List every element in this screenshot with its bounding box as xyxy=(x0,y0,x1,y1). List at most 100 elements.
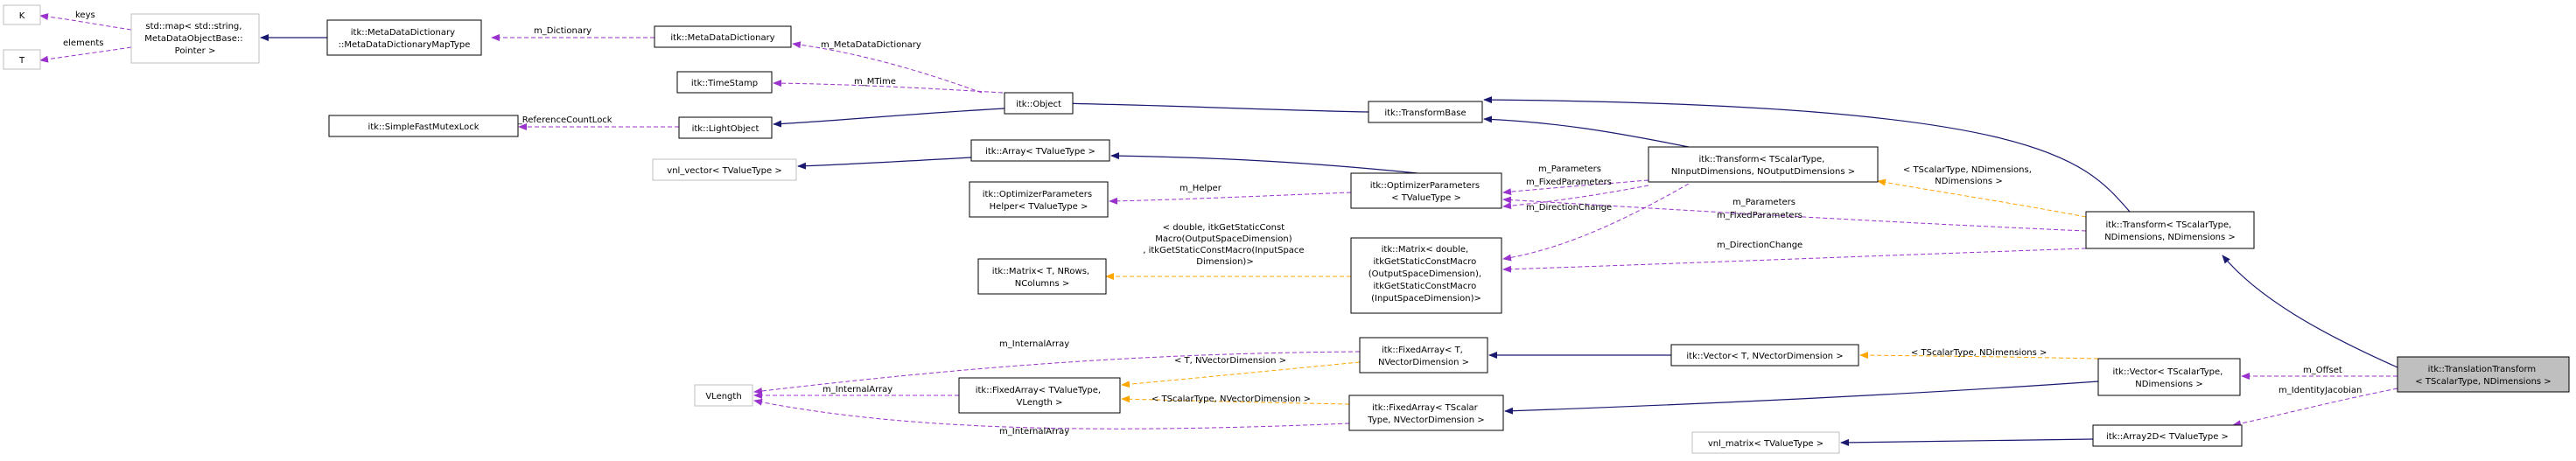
svg-text:VLength: VLength xyxy=(705,392,741,402)
edge-m-directionchange-1 xyxy=(1502,183,1690,262)
svg-text:itk::MetaDataDictionary: itk::MetaDataDictionary xyxy=(670,33,774,43)
edge-label-m-fixedparameters-2: m_FixedParameters xyxy=(1717,211,1802,220)
svg-text:itk::Matrix< T, NRows,: itk::Matrix< T, NRows, NColumns > xyxy=(992,267,1093,289)
edge-m-internalarray-1 xyxy=(753,351,1361,395)
svg-text:itk::FixedArray< TValueType,: itk::FixedArray< TValueType, VLength > xyxy=(976,386,1104,408)
edge-label-template-matrix: < double, itkGetStaticConst Macro(Output… xyxy=(1143,223,1307,267)
edge-label-template-vector: < TScalarType, NDimensions > xyxy=(1911,348,2047,358)
node-array2d[interactable]: itk::Array2D< TValueType > xyxy=(2092,424,2243,447)
edge-template-transform xyxy=(1877,178,2087,218)
node-vector-t[interactable]: itk::Vector< T, NVectorDimension > xyxy=(1670,344,1859,367)
node-fixedarray-tscalartype[interactable]: itk::FixedArray< TScalar Type, NVectorDi… xyxy=(1348,395,1504,431)
svg-text:itk::LightObject: itk::LightObject xyxy=(692,124,760,134)
edge-label-m-identityjacobian: m_IdentityJacobian xyxy=(2278,386,2362,395)
svg-text:itk::OptimizerParameters: itk::OptimizerParameters Helper< TValueT… xyxy=(983,190,1096,212)
edge-label-keys: keys xyxy=(75,10,95,20)
edge-label-m-parameters-2: m_Parameters xyxy=(1732,198,1796,207)
edge-m-mtime xyxy=(773,80,1004,94)
edge-label-template-fixed-tv: < T, NVectorDimension > xyxy=(1174,356,1286,366)
edge-label-template-fixed-ts: < TScalarType, NVectorDimension > xyxy=(1152,395,1311,404)
edge-m-helper xyxy=(1109,192,1352,205)
svg-text:itk::Vector< TScalarType,: itk::Vector< TScalarType, NDimensions > xyxy=(2112,367,2225,389)
edge-label-m-directionchange-1: m_DirectionChange xyxy=(1526,203,1612,213)
svg-text:itk::Transform< TScalarType,: itk::Transform< TScalarType, NInputDimen… xyxy=(1671,155,1855,177)
edge-inherit-optparams-array xyxy=(1110,152,1418,174)
svg-text:itk::TimeStamp: itk::TimeStamp xyxy=(691,79,758,88)
edge-label-m-helper: m_Helper xyxy=(1180,184,1222,193)
node-vnl-matrix[interactable]: vnl_matrix< TValueType > xyxy=(1691,431,1840,454)
edge-label-m-dictionary: m_Dictionary xyxy=(534,26,592,36)
svg-text:std::map< std::string,: std::map< std::string, MetaDataObjectBas… xyxy=(144,22,246,56)
edge-m-fixedparameters-1 xyxy=(1502,185,1649,210)
node-metadatadictionary[interactable]: itk::MetaDataDictionary xyxy=(654,25,792,48)
svg-text:itk::Object: itk::Object xyxy=(1016,100,1061,109)
edge-m-internalarray-3 xyxy=(753,398,1350,430)
svg-text:itk::Matrix< double, i: itk::Matrix< double, itkGetStaticConstMa… xyxy=(1368,245,1485,304)
svg-text:itk::SimpleFastMutexLock: itk::SimpleFastMutexLock xyxy=(368,122,479,132)
edge-inherit-array2d-vnlmatrix xyxy=(1840,438,2094,446)
edge-label-m-directionchange-2: m_DirectionChange xyxy=(1717,241,1802,250)
edge-label-m-metadatadictionary: m_MetaDataDictionary xyxy=(821,40,921,50)
edge-m-parameters-1 xyxy=(1502,179,1649,196)
svg-text:itk::MetaDataDictionary: itk::MetaDataDictionary ::MetaDataDictio… xyxy=(339,28,471,50)
edge-label-m-referencecountlock: m_ReferenceCountLock xyxy=(509,115,612,125)
edge-template-vector xyxy=(1859,352,2099,360)
node-translationtransform[interactable]: itk::TranslationTransform < TScalarType,… xyxy=(2397,356,2570,393)
node-vnl-vector[interactable]: vnl_vector< TValueType > xyxy=(652,158,797,181)
node-std-map[interactable]: std::map< std::string, MetaDataObjectBas… xyxy=(130,13,260,64)
edge-inherit-object-transformbase xyxy=(1054,100,1369,113)
svg-text:itk::TranslationTransform: itk::TranslationTransform < TScalarType,… xyxy=(2415,365,2551,387)
node-vector-tscalartype[interactable]: itk::Vector< TScalarType, NDimensions > xyxy=(2097,358,2241,396)
svg-text:vnl_matrix< TValueType >: vnl_matrix< TValueType > xyxy=(1708,439,1824,449)
edge-inherit-translation-transform2 xyxy=(2222,255,2398,368)
edge-label-m-internalarray-3: m_InternalArray xyxy=(999,427,1069,437)
svg-text:itk::OptimizerParameters: itk::OptimizerParameters < TValueType > xyxy=(1370,181,1483,203)
edge-template-fixed-ts xyxy=(1121,395,1350,405)
node-t[interactable]: T xyxy=(3,49,41,70)
node-object[interactable]: itk::Object xyxy=(1004,92,1074,115)
edge-m-directionchange-2 xyxy=(1502,248,2087,273)
svg-text:itk::TransformBase: itk::TransformBase xyxy=(1384,108,1466,118)
edge-inherit-array-vnlvector xyxy=(797,157,972,170)
svg-text:itk::Transform< TScalarType,: itk::Transform< TScalarType, NDimensions… xyxy=(2104,220,2236,242)
edge-m-parameters-2 xyxy=(1502,196,2087,232)
node-array[interactable]: itk::Array< TValueType > xyxy=(970,139,1110,162)
node-transformbase[interactable]: itk::TransformBase xyxy=(1368,101,1483,123)
edge-inherit-transform3-transformbase xyxy=(1483,115,1690,148)
node-matrix-t[interactable]: itk::Matrix< T, NRows, NColumns > xyxy=(977,258,1107,295)
node-simplefastmutexlock[interactable]: itk::SimpleFastMutexLock xyxy=(328,115,519,137)
edge-elements xyxy=(39,46,132,63)
edge-inherit-lightobject-object xyxy=(773,108,1005,128)
edge-label-m-internalarray-2: m_InternalArray xyxy=(822,385,892,395)
edge-label-m-parameters-1: m_Parameters xyxy=(1538,164,1601,174)
svg-text:vnl_vector< TValueType >: vnl_vector< TValueType > xyxy=(667,166,781,176)
node-optimizerparameters[interactable]: itk::OptimizerParameters < TValueType > xyxy=(1350,172,1502,209)
node-transform-2params[interactable]: itk::Transform< TScalarType, NDimensions… xyxy=(2085,211,2255,249)
edge-label-m-offset: m_Offset xyxy=(2303,366,2342,375)
svg-text:itk::Array< TValueType >: itk::Array< TValueType > xyxy=(985,147,1096,157)
edge-m-metadatadictionary xyxy=(792,41,983,94)
node-timestamp[interactable]: itk::TimeStamp xyxy=(676,71,773,94)
edge-label-m-mtime: m_MTime xyxy=(854,77,896,87)
node-k[interactable]: K xyxy=(3,4,41,25)
node-matrix-double[interactable]: itk::Matrix< double, itkGetStaticConstMa… xyxy=(1350,237,1502,314)
svg-text:itk::FixedArray< TScalar: itk::FixedArray< TScalar Type, NVectorDi… xyxy=(1367,403,1484,425)
edge-label-m-fixedparameters-1: m_FixedParameters xyxy=(1526,178,1612,187)
edge-keys xyxy=(39,13,132,31)
edge-inherit-transform2-transformbase xyxy=(1483,96,2131,213)
edge-inherit-vectorts-fixedts xyxy=(1504,381,2099,415)
svg-text:itk::Vector< T, NVectorDimensi: itk::Vector< T, NVectorDimension > xyxy=(1686,352,1843,361)
svg-text:itk::FixedArray< T, NV: itk::FixedArray< T, NVectorDimension > xyxy=(1378,346,1469,367)
node-lightobject[interactable]: itk::LightObject xyxy=(678,116,773,139)
node-optimizerparameters-helper[interactable]: itk::OptimizerParameters Helper< TValueT… xyxy=(969,181,1109,218)
node-fixedarray-t[interactable]: itk::FixedArray< T, NVectorDimension > xyxy=(1359,337,1488,374)
edge-label-elements: elements xyxy=(63,38,103,48)
svg-text:itk::Array2D< TValueType >: itk::Array2D< TValueType > xyxy=(2106,432,2229,442)
node-metadatadictionary-maptype[interactable]: itk::MetaDataDictionary ::MetaDataDictio… xyxy=(326,19,482,56)
edge-label-m-internalarray-1: m_InternalArray xyxy=(999,339,1069,349)
svg-text:T: T xyxy=(18,56,25,66)
node-transform-3params[interactable]: itk::Transform< TScalarType, NInputDimen… xyxy=(1648,146,1879,183)
node-fixedarray-tvaluetype[interactable]: itk::FixedArray< TValueType, VLength > xyxy=(958,377,1121,414)
node-vlength[interactable]: VLength xyxy=(694,384,753,407)
